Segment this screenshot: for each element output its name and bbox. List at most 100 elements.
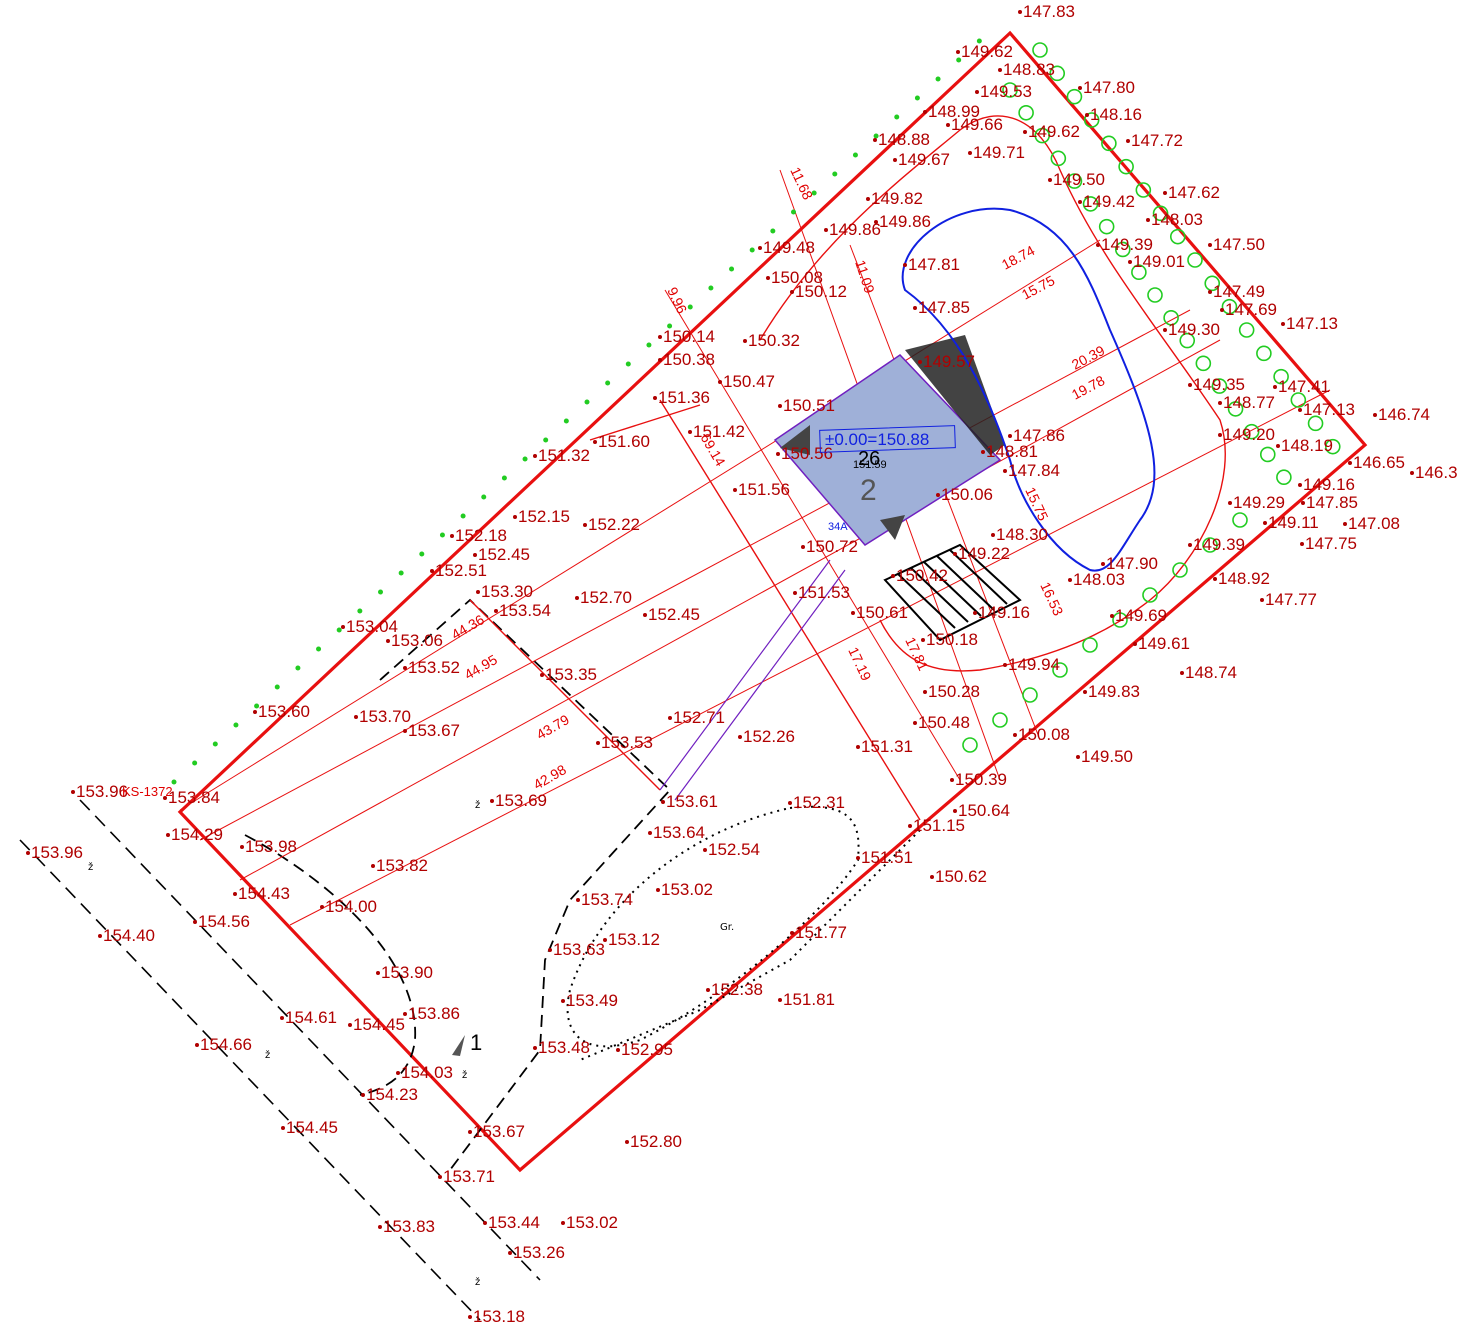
spot-height-value: 147.77 [1265, 590, 1317, 609]
spot-height: 152.26 [738, 727, 795, 746]
spot-height-value: 149.62 [961, 42, 1013, 61]
dimension-value: 9.96 [664, 285, 690, 317]
spot-marker [1298, 483, 1302, 487]
spot-marker [923, 110, 927, 114]
spot-height-value: 153.12 [608, 930, 660, 949]
spot-marker [1348, 461, 1352, 465]
spot-marker [703, 848, 707, 852]
hedge-dot-icon [212, 741, 218, 747]
hedge-dot-icon [192, 760, 198, 766]
embankment-hatching [469, 399, 921, 821]
tree-deciduous-icon [962, 737, 978, 753]
spot-marker [981, 450, 985, 454]
spot-height-value: 147.85 [1306, 493, 1358, 512]
spot-marker [718, 380, 722, 384]
tree-deciduous-icon [1022, 687, 1038, 703]
spot-marker [653, 396, 657, 400]
spot-height: 149.83 [1083, 682, 1140, 701]
spot-height: 151.42 [688, 422, 745, 441]
spot-height: 151.56 [733, 480, 790, 499]
spot-height-value: 149.61 [1138, 634, 1190, 653]
spot-marker [253, 710, 257, 714]
spot-marker [575, 596, 579, 600]
spot-marker [706, 988, 710, 992]
spot-marker [361, 1093, 365, 1097]
spot-height-value: 153.30 [481, 582, 533, 601]
hedge-dot-icon [543, 437, 549, 443]
spot-height-value: 150.12 [795, 282, 847, 301]
tree-deciduous-icon [1118, 158, 1134, 175]
spot-height-value: 147.83 [1023, 2, 1075, 21]
spot-height: 150.12 [790, 282, 847, 301]
spot-height-value: 149.39 [1101, 235, 1153, 254]
spot-height-value: 149.83 [1088, 682, 1140, 701]
spot-height: 150.32 [743, 331, 800, 350]
spot-height-value: 150.61 [856, 603, 908, 622]
spot-marker [1301, 501, 1305, 505]
spot-height-value: 151.36 [658, 388, 710, 407]
spot-height: 149.50 [1048, 170, 1105, 189]
spot-height: 147.41 [1273, 377, 1330, 396]
spot-marker [1013, 733, 1017, 737]
spot-height: 153.26 [508, 1243, 565, 1262]
spot-height: 149.30 [1163, 320, 1220, 339]
spot-height: 153.98 [240, 837, 297, 856]
spot-height: 150.14 [658, 327, 715, 346]
spot-height: 148.99 [923, 102, 980, 121]
spot-marker [548, 948, 552, 952]
hedge-dot-icon [625, 361, 631, 367]
spot-marker [973, 611, 977, 615]
spot-marker [403, 1012, 407, 1016]
spot-marker [396, 1071, 400, 1075]
spot-height-value: 153.74 [581, 890, 633, 909]
spot-height: 153.86 [403, 1004, 460, 1023]
spot-marker [946, 123, 950, 127]
spot-height-value: 152.45 [648, 605, 700, 624]
spot-height-value: 147.85 [918, 298, 970, 317]
spot-height-value: 149.86 [879, 212, 931, 231]
hedge-dot-icon [563, 418, 569, 424]
spot-height: 147.49 [1208, 282, 1265, 301]
spot-height-value: 148.83 [1003, 60, 1055, 79]
spot-height: 153.53 [596, 733, 653, 752]
spot-height-value: 151.81 [783, 990, 835, 1009]
spot-height: 152.80 [625, 1132, 682, 1151]
spot-height-value: 153.02 [566, 1213, 618, 1232]
spot-height-value: 149.01 [1133, 252, 1185, 271]
spot-marker [1373, 413, 1377, 417]
tree-deciduous-icon [1211, 378, 1228, 394]
spot-marker [508, 1251, 512, 1255]
spot-marker [71, 790, 75, 794]
spot-height-value: 153.86 [408, 1004, 460, 1023]
hedge-dot-icon [935, 76, 941, 82]
house-number-small: 151.59 [853, 459, 887, 471]
spot-marker [953, 809, 957, 813]
spot-height-value: 154.23 [366, 1085, 418, 1104]
spot-height: 152.38 [706, 980, 763, 999]
spot-height: 152.45 [643, 605, 700, 624]
tree-deciduous-icon [1082, 196, 1099, 212]
spot-height: 153.04 [341, 617, 398, 636]
spot-height: 149.39 [1096, 235, 1153, 254]
spot-height-value: 152.18 [455, 526, 507, 545]
spot-height: 153.44 [483, 1213, 540, 1232]
spot-height-value: 153.98 [245, 837, 297, 856]
spot-marker [483, 1221, 487, 1225]
hedge-dot-icon [295, 665, 301, 671]
spot-marker [341, 625, 345, 629]
spot-height: 150.47 [718, 372, 775, 391]
tree-deciduous-icon [1256, 345, 1272, 362]
z-label-1: ž [475, 799, 480, 811]
spot-height-value: 147.80 [1083, 78, 1135, 97]
spot-height-value: 147.13 [1286, 314, 1338, 333]
spot-marker [738, 735, 742, 739]
spot-marker [648, 831, 652, 835]
spot-height: 150.61 [851, 603, 908, 622]
spot-height: 148.83 [998, 60, 1055, 79]
spot-marker [856, 745, 860, 749]
hedge-dot-icon [357, 608, 363, 614]
spot-height: 152.45 [473, 545, 530, 564]
spot-marker [596, 741, 600, 745]
spot-height-value: 149.66 [951, 115, 1003, 134]
spot-marker [533, 1046, 537, 1050]
